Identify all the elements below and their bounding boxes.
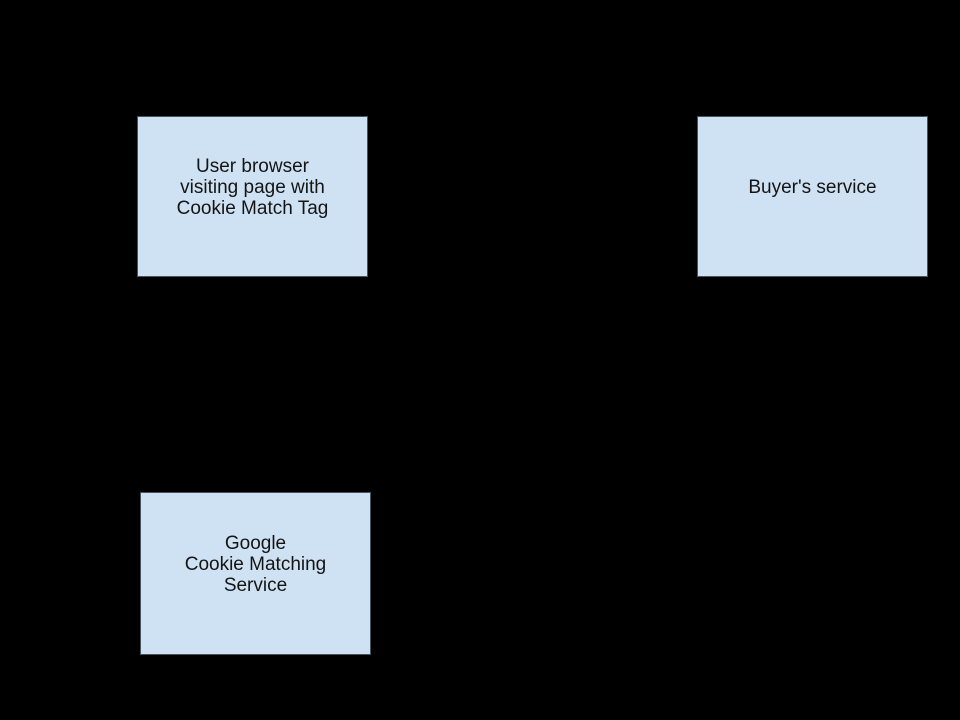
node-user-browser: User browser visiting page with Cookie M… <box>137 116 368 277</box>
node-user-browser-label: User browser visiting page with Cookie M… <box>176 156 329 219</box>
node-buyers-service-label: Buyer's service <box>748 177 877 198</box>
node-google-cookie-matching-service: Google Cookie Matching Service <box>140 492 371 655</box>
node-buyers-service: Buyer's service <box>697 116 928 277</box>
node-google-cookie-matching-service-label: Google Cookie Matching Service <box>184 533 327 596</box>
